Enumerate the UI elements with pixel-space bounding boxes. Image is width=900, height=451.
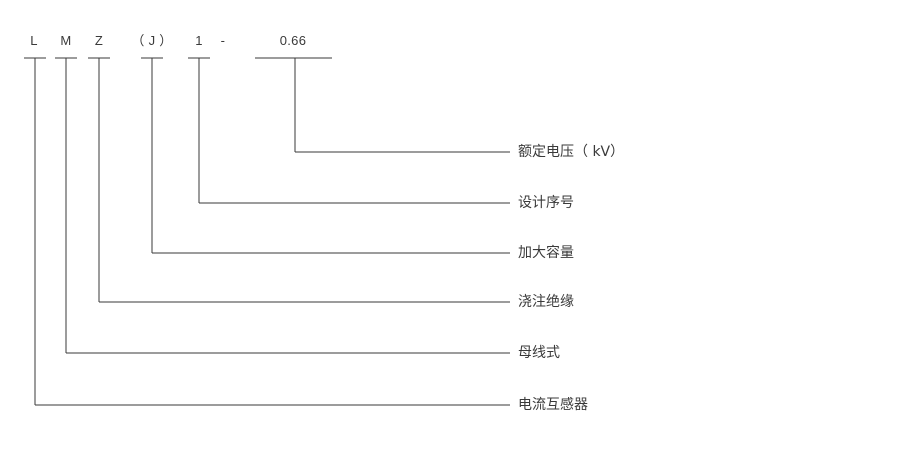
code-char-seg-l: L: [30, 33, 38, 48]
desc-insulation: 浇注绝缘: [518, 294, 574, 310]
code-char-seg-m: M: [60, 33, 72, 48]
desc-busbar: 母线式: [518, 345, 560, 361]
desc-design: 设计序号: [518, 195, 574, 211]
code-char-seg-066: 0.66: [279, 33, 307, 48]
desc-voltage: 额定电压（ kV）: [518, 144, 625, 160]
code-char-seg-one: 1: [195, 33, 203, 48]
code-char-seg-dash: -: [220, 33, 226, 48]
desc-device: 电流互感器: [518, 397, 588, 413]
code-char-seg-j: （ J ）: [131, 33, 173, 48]
code-char-seg-z: Z: [94, 33, 104, 48]
desc-capacity: 加大容量: [518, 245, 574, 261]
